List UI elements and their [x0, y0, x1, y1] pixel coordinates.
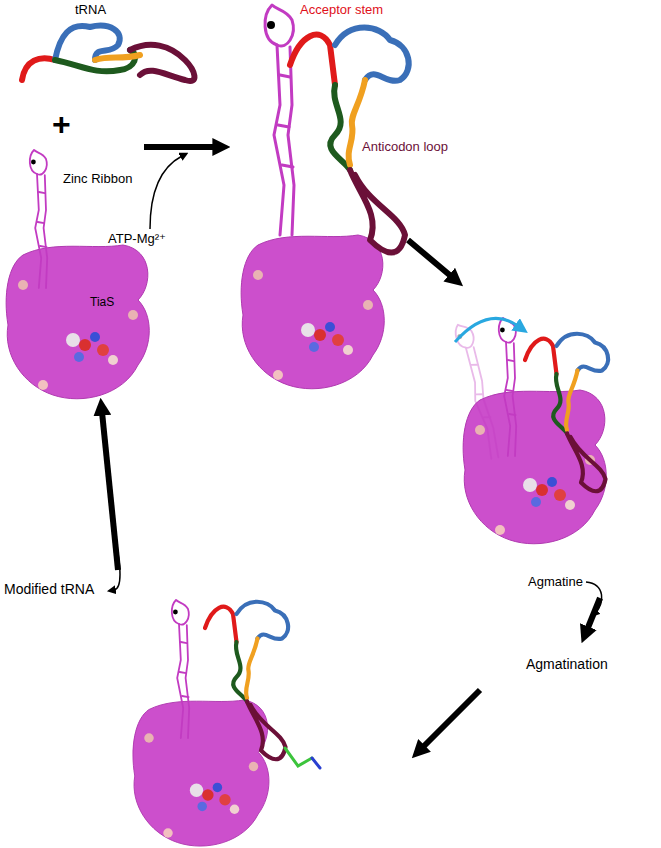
plus-sign: + [52, 106, 71, 143]
input-arrow [150, 156, 182, 229]
tias-protein [133, 700, 269, 846]
tias-protein [6, 245, 149, 399]
illustration-panel: tRNA Zinc RibbonTiaS [3, 0, 140, 400]
cycle-arrow [587, 598, 600, 630]
zinc-ribbon [30, 150, 47, 288]
molecule-label: tRNA [75, 3, 106, 18]
trna-free [22, 26, 194, 81]
cycle-arrow [102, 412, 118, 570]
illustration-panel: Acceptor stemAnticodon loop [236, 0, 466, 262]
output-arrow [114, 532, 120, 590]
trna-bound [525, 334, 608, 492]
region-label: Anticodon loop [362, 140, 448, 155]
input-arrow [586, 582, 602, 612]
tias-protein [463, 390, 606, 544]
substrate-label: Agmatine [528, 575, 583, 590]
cofactor-label: ATP-Mg²⁺ [108, 232, 166, 247]
cycle-arrow [422, 690, 480, 748]
zinc-ribbon [499, 318, 516, 456]
step-label: Agmatination [526, 656, 608, 672]
product-label: Modified tRNA [4, 581, 94, 597]
protein-label: TiaS [90, 296, 114, 310]
zinc-ribbon [265, 5, 294, 235]
domain-label: Zinc Ribbon [63, 172, 132, 187]
step-arrow [144, 144, 216, 150]
rotation-arrow [455, 318, 518, 342]
agmatine-stick [285, 748, 320, 768]
tias-protein [241, 235, 384, 389]
zinc-ribbon-ghost [454, 322, 500, 461]
cycle-arrow [408, 240, 452, 277]
zinc-ribbon [172, 600, 189, 738]
trna-released [205, 602, 288, 760]
region-label: Acceptor stem [300, 3, 383, 18]
